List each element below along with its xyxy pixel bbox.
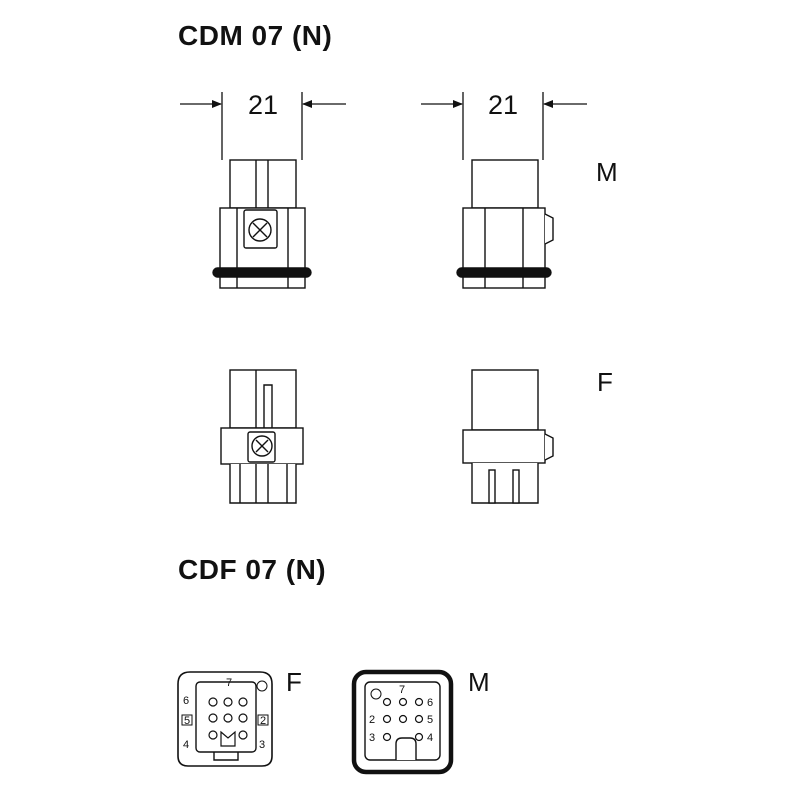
female-insert-side-view [462, 369, 554, 504]
female-pin-5: 5 [184, 715, 190, 727]
title-cdf: CDF 07 (N) [178, 554, 327, 585]
female-insert-front-view [220, 369, 304, 504]
male-pin-2: 2 [369, 714, 375, 726]
male-insert-front-view [212, 159, 312, 289]
male-pin-face: 7 6 2 5 3 4 [351, 669, 454, 775]
female-pin-face: 7 6 5 2 4 3 [177, 671, 273, 767]
female-pin-7: 7 [226, 677, 232, 689]
male-pin-3: 3 [369, 732, 375, 744]
title-cdm: CDM 07 (N) [178, 20, 333, 51]
label-male-face: M [468, 667, 490, 697]
dimension-side: 21 [488, 90, 519, 120]
male-pin-5: 5 [427, 714, 433, 726]
dimension-lines-side [421, 92, 587, 160]
dimension-front: 21 [248, 90, 279, 120]
female-pin-6: 6 [183, 695, 189, 707]
male-pin-4: 4 [427, 732, 433, 744]
label-female-side: F [597, 367, 613, 397]
male-pin-6: 6 [427, 697, 433, 709]
female-pin-2: 2 [260, 715, 266, 727]
male-insert-side-view [456, 159, 554, 289]
male-pin-7: 7 [399, 684, 405, 696]
label-male-side: M [596, 157, 618, 187]
label-female-face: F [286, 667, 302, 697]
dimension-lines-front [180, 92, 346, 160]
female-pin-3: 3 [259, 739, 265, 751]
female-pin-4: 4 [183, 739, 189, 751]
